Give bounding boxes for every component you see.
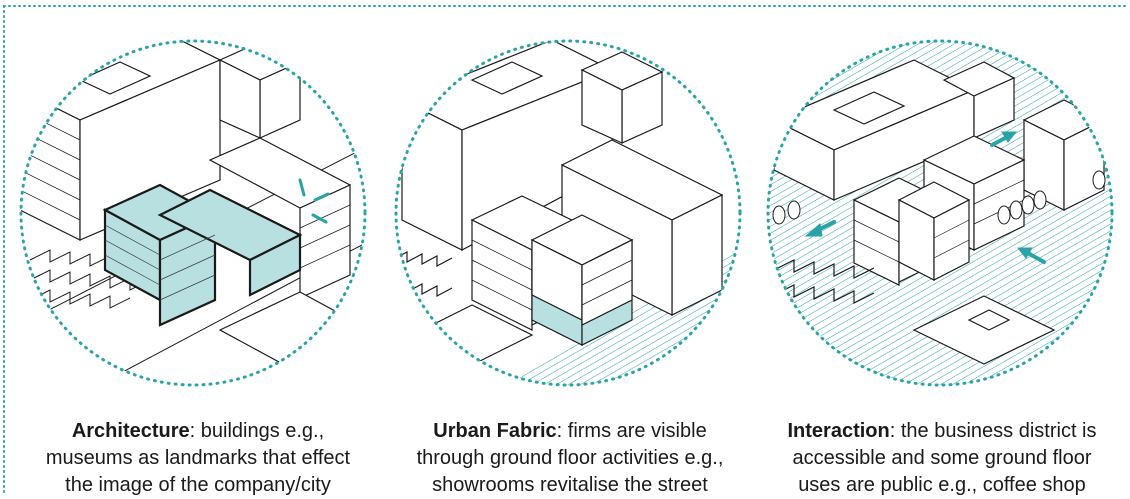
- urban-fabric-illustration: [394, 39, 742, 387]
- panel-urban-fabric: Urban Fabric: firms are visible through …: [382, 0, 758, 499]
- caption-urban-fabric: Urban Fabric: firms are visible through …: [382, 418, 758, 499]
- caption-line1: : the business district is: [889, 420, 1097, 442]
- caption-title: Architecture: [71, 420, 190, 442]
- caption-line2: accessible and some ground floor: [792, 447, 1092, 469]
- caption-title: Urban Fabric: [433, 420, 557, 442]
- panel-interaction: Interaction: the business district is ac…: [754, 0, 1130, 499]
- caption-line3: the image of the company/city: [65, 474, 331, 496]
- caption-line2: museums as landmarks that effect: [45, 447, 351, 469]
- interaction-illustration: [766, 39, 1114, 387]
- caption-title: Interaction: [787, 420, 890, 442]
- caption-line3: uses are public e.g., coffee shop: [798, 474, 1086, 496]
- caption-line1: : firms are visible: [556, 420, 707, 442]
- caption-line2: through ground floor activities e.g.,: [416, 447, 724, 469]
- caption-architecture: Architecture: buildings e.g., museums as…: [10, 418, 386, 499]
- caption-line3: showrooms revitalise the street: [432, 474, 708, 496]
- panel-architecture: Architecture: buildings e.g., museums as…: [10, 0, 386, 499]
- caption-interaction: Interaction: the business district is ac…: [754, 418, 1130, 499]
- caption-line1: : buildings e.g.,: [189, 420, 325, 442]
- architecture-illustration: [19, 39, 367, 387]
